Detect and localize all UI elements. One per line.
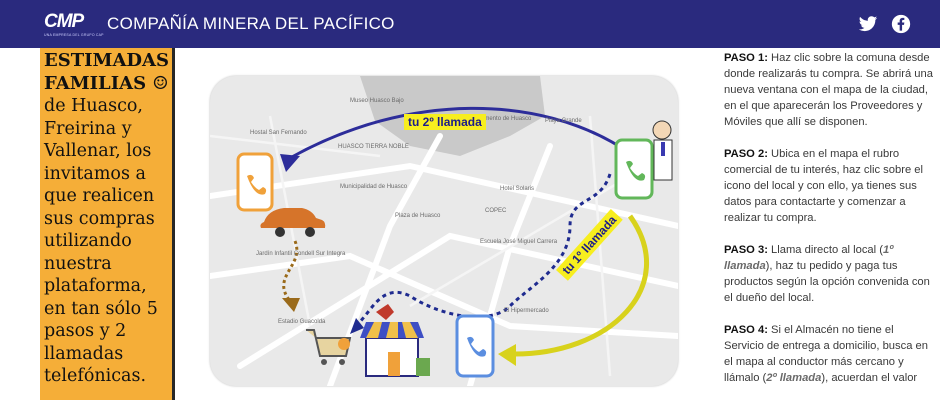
step-text-end: ), haz tu pedido y paga tus productos se… xyxy=(724,260,930,304)
map-label-tierra-noble: HUASCO TIERRA NOBLE xyxy=(338,144,409,150)
invitation-panel xyxy=(40,48,172,400)
facebook-icon[interactable] xyxy=(891,14,911,34)
invitation-heading-2: FAMILIAS ☺ xyxy=(44,72,169,94)
panel-divider xyxy=(172,48,175,400)
invitation-body: de Huasco, Freirina y Vallenar, los invi… xyxy=(44,96,158,386)
step-text-end: ), acuerdan el valor xyxy=(821,372,918,384)
map-label-monumento: Las Monumento de Huasco xyxy=(458,116,532,122)
map-label-plaza: Plaza de Huasco xyxy=(395,213,441,219)
map-label-municipalidad: Municipalidad de Huasco xyxy=(340,184,408,190)
steps-list: PASO 1: Haz clic sobre la comuna desde d… xyxy=(724,50,934,400)
logo-text: CMP xyxy=(44,11,84,32)
step-text: Ubica en el mapa el rubro comercial de t… xyxy=(724,148,923,224)
map-label-hostal: Hostal San Fernando xyxy=(250,130,307,136)
step-emphasis: 2º llamada xyxy=(766,372,822,384)
step-text: Haz clic sobre la comuna desde donde rea… xyxy=(724,52,933,128)
logo-subtext: UNA EMPRESA DEL GRUPO CAP xyxy=(44,33,104,37)
invitation-text: ESTIMADAS FAMILIAS ☺ de Huasco, Freirina… xyxy=(44,50,172,388)
infographic-map[interactable]: Museo Huasco Bajo Las Monumento de Huasc… xyxy=(210,76,678,386)
step-4: PASO 4: Si el Almacén no tiene el Servic… xyxy=(724,322,934,386)
step-emphasis: 1º llamada xyxy=(724,244,894,272)
step-title: PASO 4: xyxy=(724,324,768,336)
step-title: PASO 2: xyxy=(724,148,768,160)
step-title: PASO 3: xyxy=(724,244,768,256)
map-label-playa: Playa Grande xyxy=(545,118,582,124)
map-label-jardin: Jardín Infantil Condell Sur Integra xyxy=(256,251,346,257)
map-label-hipermercado: El Hipermercado xyxy=(504,308,549,314)
map-label-hotel: Hotel Solaris xyxy=(500,186,535,192)
site-title[interactable]: COMPAÑÍA MINERA DEL PACÍFICO xyxy=(107,14,395,33)
company-logo[interactable]: CMP UNA EMPRESA DEL GRUPO CAP xyxy=(44,11,104,40)
twitter-icon[interactable] xyxy=(858,14,878,34)
map-illustration xyxy=(210,76,678,386)
map-label-museo: Museo Huasco Bajo xyxy=(350,98,404,104)
step-1: PASO 1: Haz clic sobre la comuna desde d… xyxy=(724,50,934,130)
step-text: Si el Almacén no tiene el Servicio de en… xyxy=(724,324,928,384)
step-3: PASO 3: Llama directo al local (1º llama… xyxy=(724,242,934,306)
step-title: PASO 1: xyxy=(724,52,768,64)
step-text: Llama directo al local ( xyxy=(771,244,883,256)
map-label-copec: COPEC xyxy=(485,208,507,214)
map-label-estadio: Estadio Guacolda xyxy=(278,319,326,325)
map-label-escuela: Escuela José Miguel Carrera xyxy=(480,239,558,245)
second-call-label: tu 2º llamada xyxy=(404,114,486,130)
top-bar: CMP UNA EMPRESA DEL GRUPO CAP COMPAÑÍA M… xyxy=(0,0,940,48)
step-2: PASO 2: Ubica en el mapa el rubro comerc… xyxy=(724,146,934,226)
invitation-heading-1: ESTIMADAS xyxy=(44,50,169,71)
